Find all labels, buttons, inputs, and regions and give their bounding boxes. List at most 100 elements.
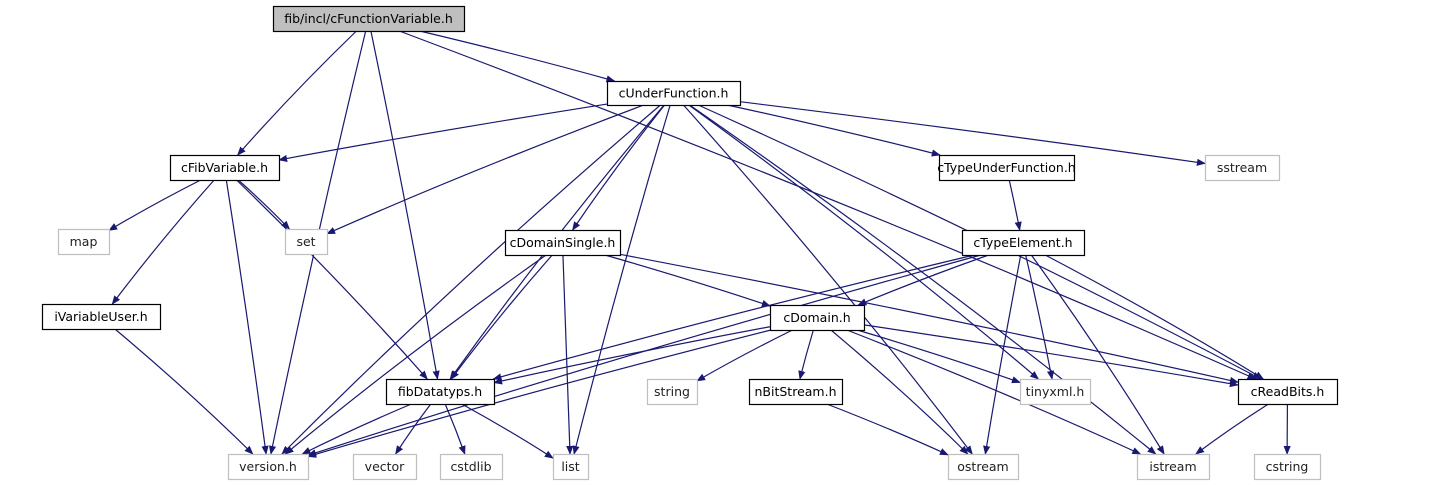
edge-cfibvariable-to-version [225,179,269,455]
node-label: cTypeUnderFunction.h [937,160,1075,175]
edges-layer [108,30,1291,459]
node-box [606,80,742,107]
edge-cunderfunction-to-version [281,104,661,455]
edge-cunderfunction-to-ostream [682,104,973,455]
edge-cdomain-to-creadbits [863,324,1239,388]
edge-cunderfunction-to-cfibvariable [278,103,608,162]
node-istream: istream [1136,453,1211,481]
node-ctypeunderfunction-h[interactable]: cTypeUnderFunction.h [937,154,1076,182]
node-label: cDomain.h [783,310,850,325]
edge-cfibvariable-to-ivariableuser [111,179,215,305]
edge-creadbits-to-istream [1195,403,1269,455]
node-label: cUnderFunction.h [619,86,729,101]
edge-cdomain-to-tinyxml [857,329,1021,384]
edge-fibdatatyps-to-version [301,403,412,455]
node-box [1237,378,1339,406]
node-label: cstdlib [450,459,491,474]
edge-ctypeelement-to-ostream [983,254,1022,455]
node-ctypeelement-h[interactable]: cTypeElement.h [961,229,1086,257]
node-box [385,378,496,406]
edge-fibdatatyps-to-vector [395,403,432,455]
node-box [284,228,329,256]
node-box [1136,453,1211,481]
node-fibdatatyps-h[interactable]: fibDatatyps.h [385,378,496,406]
edge-cunderfunction-to-istream [689,104,1157,455]
node-label: cTypeElement.h [973,235,1072,250]
edge-cunderfunction-to-list [572,104,671,455]
edge-cdomain-to-string [696,329,793,382]
node-cunderfunction-h[interactable]: cUnderFunction.h [606,80,742,107]
edge-nbitstream-to-ostream [826,403,949,456]
node-sstream: sstream [1204,154,1281,182]
node-box [57,228,111,256]
node-box [947,453,1020,481]
node-creadbits-h[interactable]: cReadBits.h [1237,378,1339,406]
edge-ctypeelement-to-istream [1030,254,1165,455]
node-label: string [654,384,690,399]
node-ivariableuser-h[interactable]: iVariableUser.h [41,303,162,331]
node-label: set [296,234,315,249]
node-box [552,453,590,481]
edge-root-to-cunderfunction [419,30,616,83]
node-box [938,154,1076,182]
node-box [41,303,162,331]
edge-cunderfunction-to-sstream [739,101,1206,166]
node-box [1019,378,1092,406]
node-cfibvariable-h[interactable]: cFibVariable.h [169,154,281,182]
edge-cdomainsingle-to-cdomain [604,254,771,307]
edge-root-to-creadbits [399,30,1257,380]
edge-cdomain-to-fibdatatyps [493,326,771,385]
edge-cunderfunction-to-ctypeunderfunction [727,104,941,157]
node-string: string [646,378,699,406]
edge-ctypeunderfunction-to-ctypeelement [1008,179,1022,231]
node-cdomainsingle-h[interactable]: cDomainSingle.h [504,229,622,257]
node-label: cstring [1266,459,1309,474]
node-label: fibDatatyps.h [398,384,482,399]
edge-ctypeelement-to-tinyxml [1025,254,1055,380]
edge-fibdatatyps-to-list [461,403,554,459]
node-vector: vector [352,453,418,481]
node-box [352,453,418,481]
edge-cdomainsingle-to-list [562,254,574,455]
edge-cdomain-to-version [307,329,772,458]
edge-cdomain-to-istream [846,329,1142,455]
node-cdomain-h[interactable]: cDomain.h [769,304,866,332]
node-box [227,453,310,481]
node-box [504,229,622,257]
node-ostream: ostream [947,453,1020,481]
node-box [961,229,1086,257]
node-map: map [57,228,111,256]
node-set: set [284,228,329,256]
node-box [169,154,281,182]
node-label: map [70,234,98,249]
node-box [748,378,844,406]
edge-cunderfunction-to-set [326,104,645,235]
edge-cunderfunction-to-tinyxml [688,104,1040,380]
node-nbitstream-h[interactable]: nBitStream.h [748,378,844,406]
edge-cdomain-to-nbitstream [798,329,814,380]
node-label: iVariableUser.h [54,309,147,324]
nodes-layer: fib/incl/cFunctionVariable.h cUnderFuncti… [41,5,1339,481]
node-label: vector [365,459,406,474]
node-label: cReadBits.h [1251,384,1325,399]
node-label: cDomainSingle.h [510,235,616,250]
node-fib-incl-cfunctionvariable-h[interactable]: fib/incl/cFunctionVariable.h [272,5,466,33]
node-box [439,453,504,481]
node-cstdlib: cstdlib [439,453,504,481]
node-box [1253,453,1322,481]
edge-cfibvariable-to-set [237,179,291,230]
node-label: istream [1149,459,1196,474]
edge-ctypeelement-to-creadbits [1044,254,1265,380]
node-label: ostream [957,459,1008,474]
edge-root-to-fibdatatyps [370,30,440,380]
node-label: list [561,459,579,474]
node-label: tinyxml.h [1026,384,1085,399]
node-label: cFibVariable.h [181,160,268,175]
edge-root-to-cfibvariable [237,30,357,156]
edge-ctypeelement-to-cdomain [857,254,989,306]
node-box [646,378,699,406]
node-list: list [552,453,590,481]
node-label: nBitStream.h [755,384,837,399]
edge-ctypeelement-to-version [307,254,982,457]
edge-cdomainsingle-to-creadbits [619,253,1239,384]
